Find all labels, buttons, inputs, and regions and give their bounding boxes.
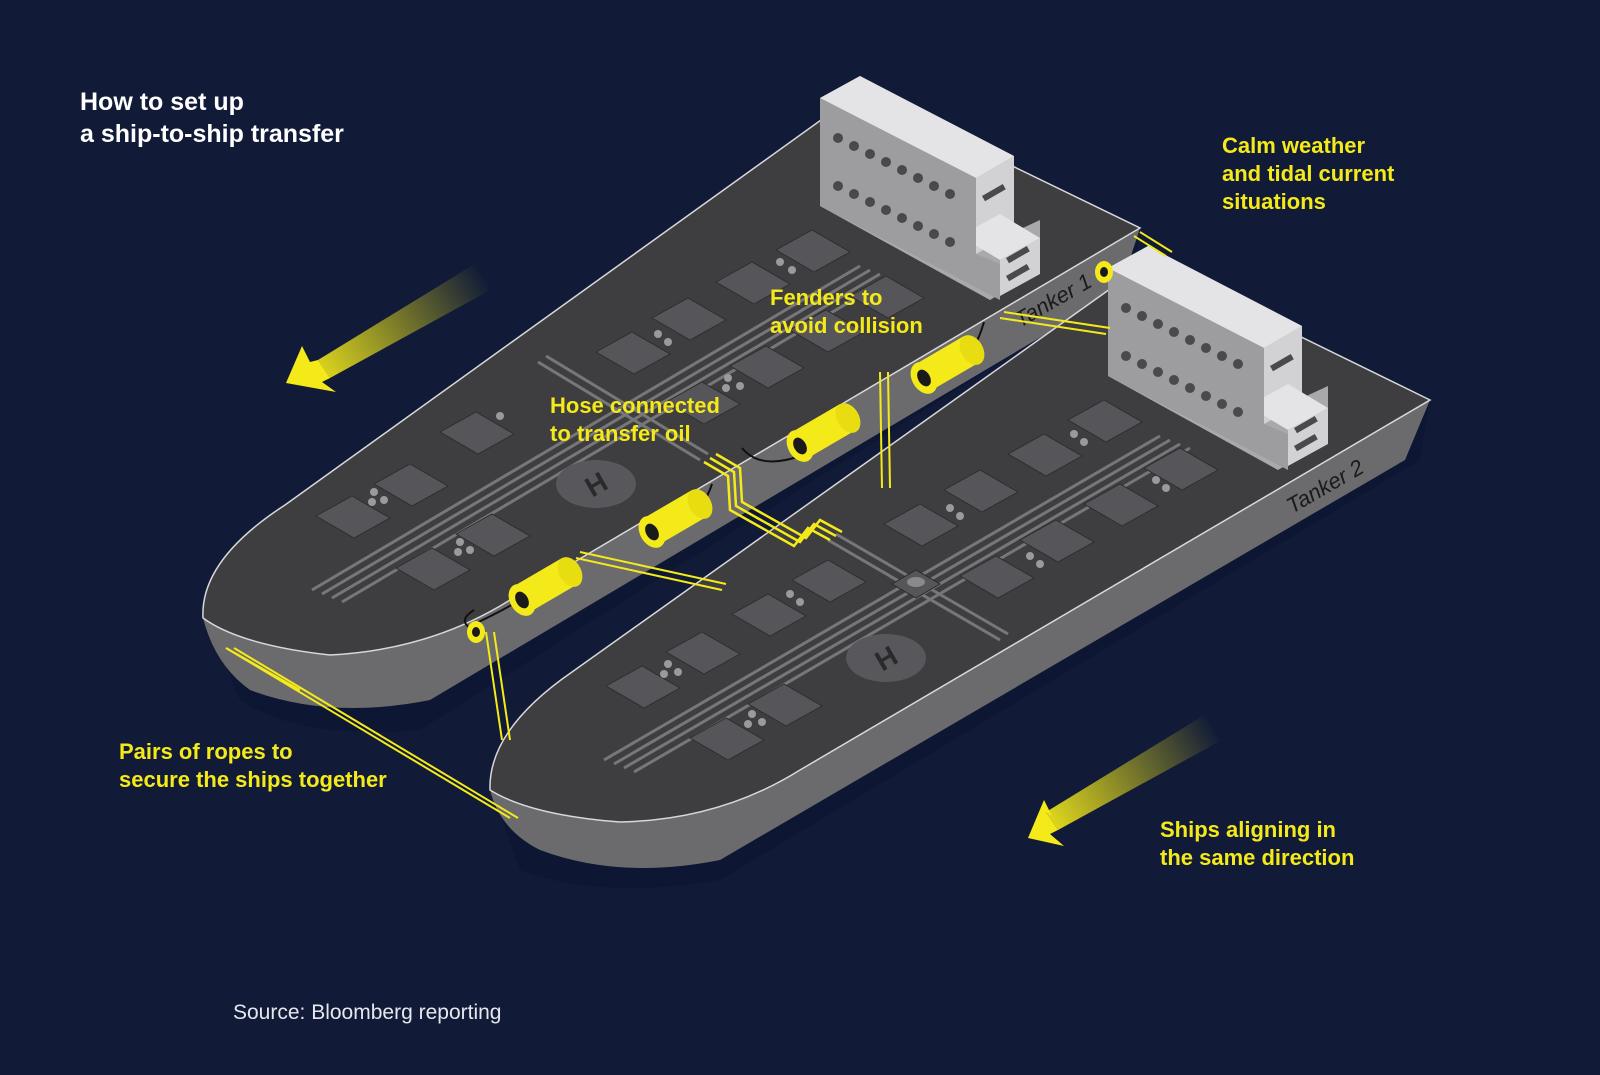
hose-label: Hose connected to transfer oil [550,392,720,448]
transfer-hose [703,452,843,548]
label-line: avoid collision [770,313,923,338]
tanker-2-hatches [604,399,1220,761]
label-line: secure the ships together [119,767,387,792]
arrow-down-left-icon [286,262,494,392]
tanker-2-vents [660,430,1170,728]
label-line: to transfer oil [550,421,691,446]
fender [467,621,485,643]
label-line: Hose connected [550,393,720,418]
label-line: Fenders to [770,285,883,310]
tanker-2-superstructure [1108,246,1328,470]
label-line: and tidal current [1222,161,1395,186]
title-line: How to set up [80,88,244,116]
fenders [463,261,1113,643]
label-line: the same direction [1160,845,1355,870]
helipad-icon: H [846,634,926,682]
fender [508,557,583,616]
fender [638,489,713,548]
fenders-label: Fenders to avoid collision [770,284,923,340]
label-line: Pairs of ropes to [119,739,293,764]
fender [910,335,985,394]
tanker-1-hatches [314,229,926,591]
source-note: Source: Bloomberg reporting [233,1001,502,1024]
tanker-1-manifold-pipe [537,354,709,462]
label-line: Calm weather [1222,133,1366,158]
fender [1095,261,1113,283]
page-title: How to set up a ship-to-ship transfer [80,86,344,150]
ropes-label: Pairs of ropes to secure the ships toget… [119,738,387,794]
title-line: a ship-to-ship transfer [80,120,344,148]
tanker-1-hull [203,228,1140,708]
tanker-1-superstructure [820,76,1040,300]
tanker-2-hull [490,400,1430,868]
mooring-ropes [225,231,1173,819]
fender [786,403,861,462]
helipad-icon: H [556,460,636,508]
arrow-down-left-icon [1028,714,1222,846]
tanker-2-manifold [891,569,941,599]
calm-weather-label: Calm weather and tidal current situation… [1222,132,1394,216]
label-line: Ships aligning in [1160,817,1336,842]
alignment-label: Ships aligning in the same direction [1160,816,1354,872]
tanker-2: H Tanker 2 [489,246,1432,888]
tanker-1: H Tanker 1 [202,76,1142,732]
label-line: situations [1222,189,1326,214]
tanker-1-vents [368,258,796,556]
